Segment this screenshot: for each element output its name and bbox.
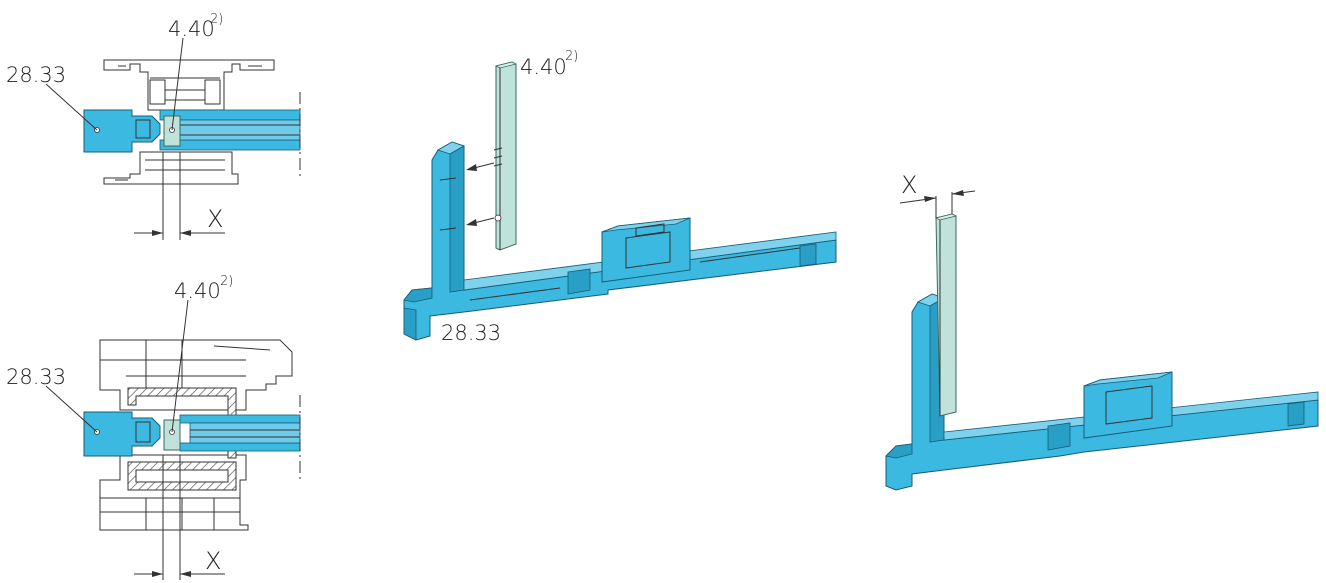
isometric-assembled-view (885, 190, 1319, 491)
label-28-33-bottom: 28.33 (6, 365, 66, 389)
label-4-40-iso: 4.40 (520, 55, 567, 79)
part-4-40-iso (495, 61, 517, 251)
label-4-40-bottom: 4.40 (174, 279, 221, 303)
isometric-exploded-view (403, 61, 837, 341)
label-4-40-top: 4.40 (168, 17, 215, 41)
section-view-pvc (45, 299, 301, 580)
dimension-x-iso: X (901, 171, 917, 199)
footnote-iso: 2) (565, 49, 578, 64)
footnote-bottom: 2) (220, 274, 233, 289)
footnote-top: 2) (210, 12, 223, 27)
dimension-x-bottom: X (205, 547, 221, 575)
label-28-33-top: 28.33 (6, 63, 66, 87)
section-view-aluminium (45, 37, 301, 240)
label-28-33-iso: 28.33 (441, 321, 501, 345)
dimension-x-top: X (207, 205, 223, 233)
